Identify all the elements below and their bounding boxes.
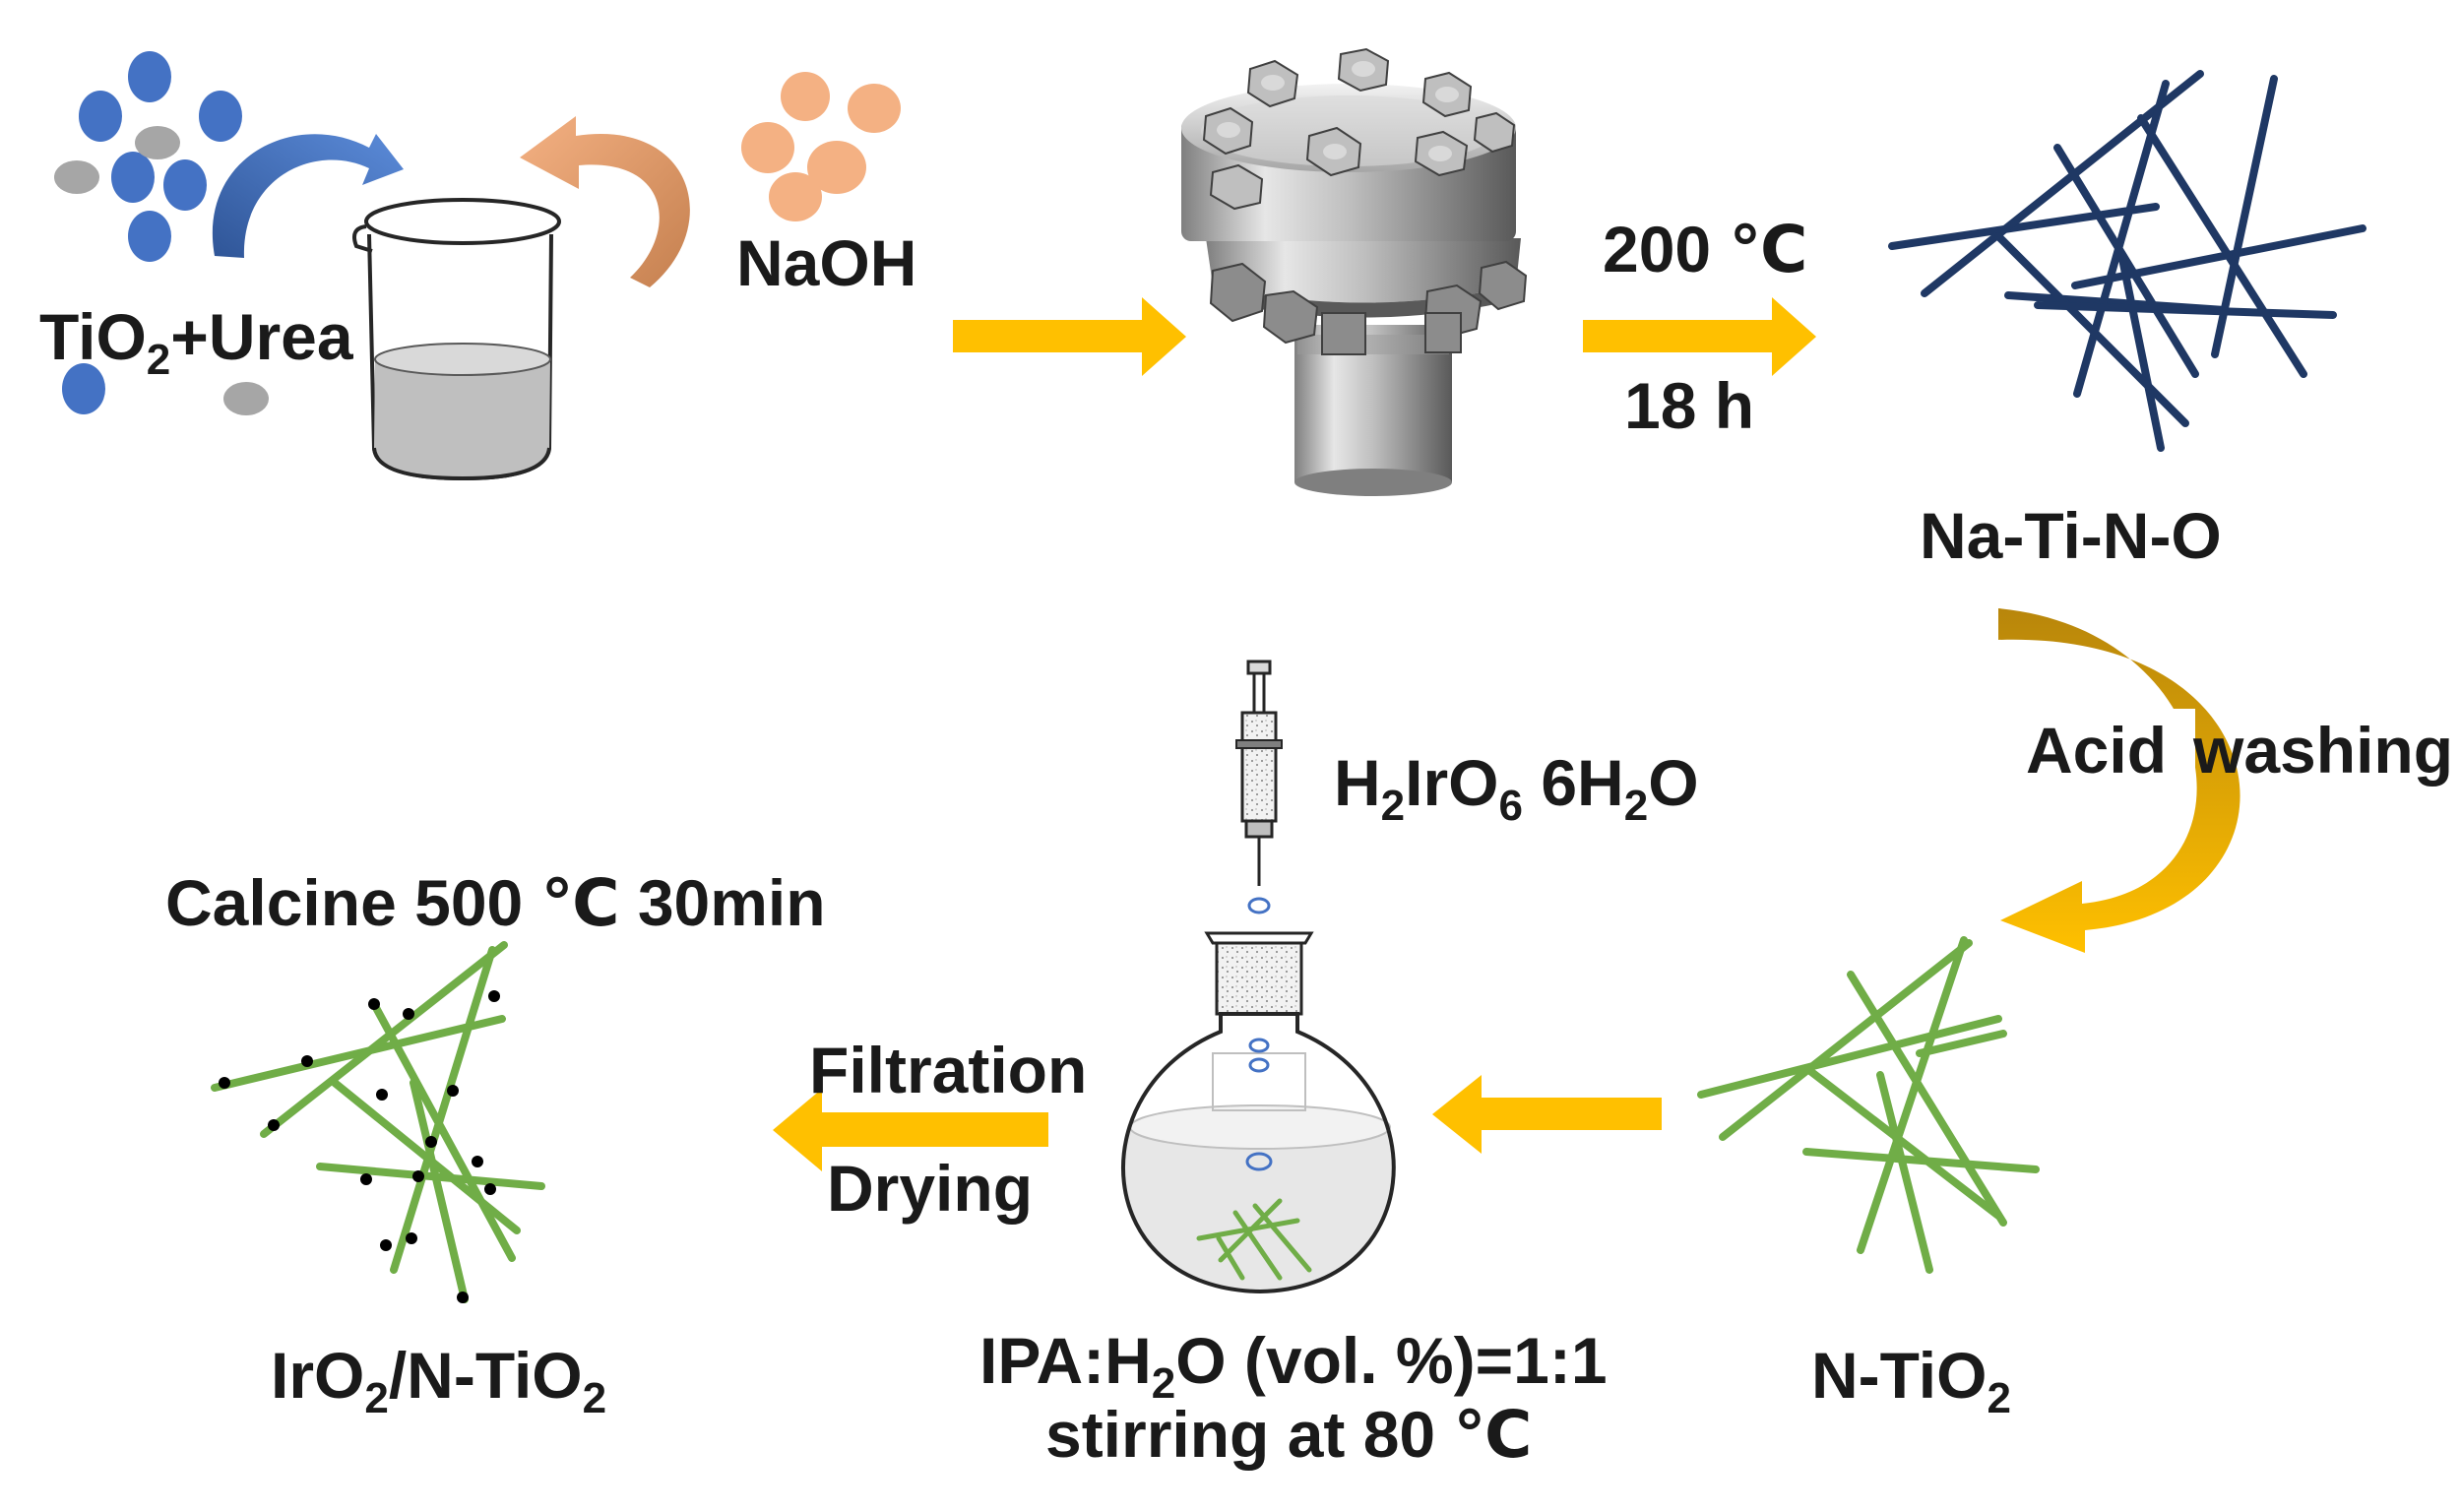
na-ti-n-o-label: Na-Ti-N-O <box>1920 499 2222 572</box>
iro2-nanoparticle-dots <box>219 990 500 1303</box>
washing-label: washing <box>2192 714 2453 787</box>
naoh-particles <box>741 72 901 221</box>
iro2-n-tio2-label: IrO2/N-TiO2 <box>271 1339 606 1422</box>
syringe-icon <box>1235 660 1283 914</box>
n-tio2-fibers <box>1697 936 2040 1274</box>
process-arrow-1 <box>953 297 1186 376</box>
acid-label: Acid <box>2026 714 2167 787</box>
beaker-icon <box>352 198 561 481</box>
n-tio2-label: N-TiO2 <box>1811 1339 2011 1422</box>
na-ti-n-o-fibers <box>1888 70 2366 452</box>
process-arrow-4 <box>773 1089 1048 1171</box>
acid-washing-arrow <box>1998 608 2240 953</box>
calcine-label: Calcine 500 ℃ 30min <box>165 866 826 939</box>
process-arrow-3 <box>1432 1075 1662 1154</box>
time-label: 18 h <box>1624 369 1754 442</box>
process-arrow-2 <box>1583 297 1816 376</box>
round-bottom-flask-icon <box>1120 931 1396 1294</box>
drying-label: Drying <box>827 1152 1033 1225</box>
h2iro6-label: H2IrO6 6H2O <box>1334 746 1699 830</box>
iro2-n-tio2-fibers <box>211 941 545 1303</box>
filtration-label: Filtration <box>809 1034 1087 1106</box>
blue-curved-arrow <box>212 134 404 258</box>
stirring-label: stirring at 80 ℃ <box>1045 1398 1532 1471</box>
orange-curved-arrow <box>520 116 690 287</box>
tio2-urea-particles <box>54 51 269 415</box>
naoh-label: NaOH <box>736 226 916 299</box>
autoclave-icon <box>1181 47 1528 496</box>
ipa-ratio-label: IPA:H2O (vol. %)=1:1 <box>979 1324 1608 1408</box>
reactant-label: TiO2+Urea <box>39 300 354 384</box>
temperature-label: 200 ℃ <box>1603 213 1807 285</box>
